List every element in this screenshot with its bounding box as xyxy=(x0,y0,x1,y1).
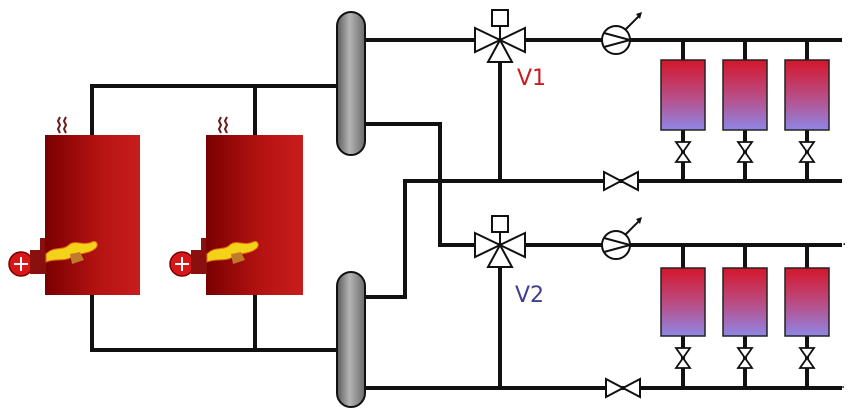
radiator-icon xyxy=(660,267,706,337)
shutoff-valve-icon xyxy=(603,170,639,192)
shutoff-valve-icon xyxy=(736,347,754,369)
radiator-5 xyxy=(722,267,768,369)
radiator-2 xyxy=(722,59,768,163)
boiler-return-pipe xyxy=(90,293,342,352)
shutoff-valve-icon xyxy=(674,347,692,369)
pump-icon xyxy=(601,12,642,55)
burner-icon xyxy=(169,238,259,277)
upper-header-icon xyxy=(336,11,366,156)
circuit1-return-pipe xyxy=(360,179,842,299)
boiler-icon xyxy=(206,135,303,295)
shutoff-valve-circuit-2[interactable] xyxy=(605,377,641,399)
radiator-icon xyxy=(660,59,706,131)
radiator-icon xyxy=(722,267,768,337)
three-way-valve-v1[interactable]: V1 xyxy=(474,9,546,91)
lower-header-icon xyxy=(336,271,366,408)
shutoff-valve-icon xyxy=(798,347,816,369)
pump-icon xyxy=(601,217,642,260)
three-way-valve-v2[interactable]: V2 xyxy=(474,215,544,308)
chimney-icon xyxy=(56,116,68,134)
three-way-valve-icon xyxy=(474,215,526,268)
radiator-icon xyxy=(784,267,830,337)
shutoff-valve-icon xyxy=(736,141,754,163)
shutoff-valve-icon xyxy=(798,141,816,163)
boiler-1 xyxy=(8,116,140,295)
boiler-supply-pipe xyxy=(90,84,342,137)
shutoff-valve-icon xyxy=(674,141,692,163)
pump-circuit-1[interactable] xyxy=(601,12,642,55)
radiator-3 xyxy=(784,59,830,163)
shutoff-valve-circuit-1[interactable] xyxy=(603,170,639,192)
burner-icon xyxy=(8,238,98,277)
radiator-icon xyxy=(784,59,830,131)
header1-to-circuit2-supply xyxy=(360,122,842,247)
chimney-icon xyxy=(217,116,229,134)
boiler-icon xyxy=(45,135,140,295)
radiator-6 xyxy=(784,267,830,369)
pump-circuit-2[interactable] xyxy=(601,217,642,260)
radiator-1 xyxy=(660,59,706,163)
shutoff-valve-icon xyxy=(605,377,641,399)
continuation-dots-supply: · xyxy=(842,237,846,253)
radiator-4 xyxy=(660,267,706,369)
v2-label: V2 xyxy=(515,283,544,308)
v1-label: V1 xyxy=(517,66,546,91)
continuation-dots-return: ··· xyxy=(832,380,845,396)
boiler-2 xyxy=(169,116,303,295)
three-way-valve-icon xyxy=(474,9,526,63)
radiator-icon xyxy=(722,59,768,131)
